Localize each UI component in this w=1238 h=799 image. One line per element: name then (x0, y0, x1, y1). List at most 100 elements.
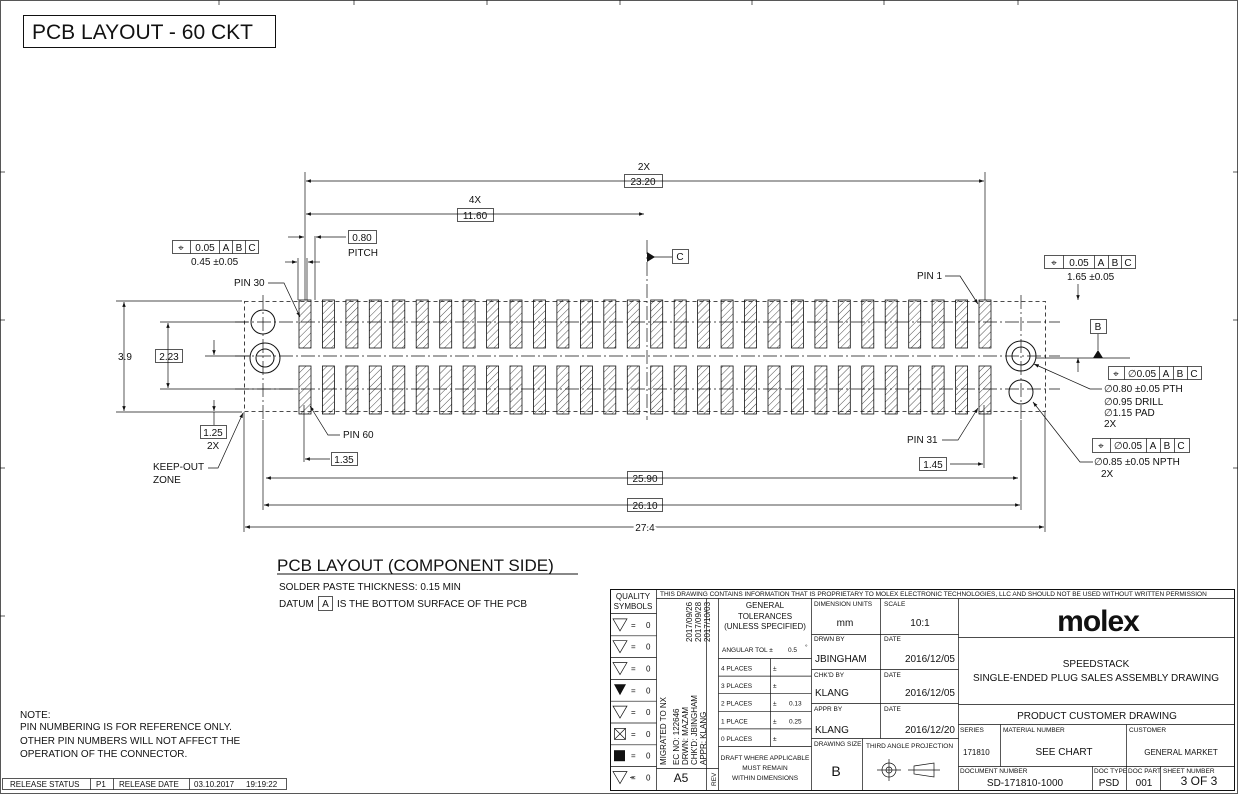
pad (673, 299, 687, 349)
pad (650, 299, 664, 349)
svg-text:=: = (631, 774, 636, 783)
pad (439, 299, 453, 349)
dim-1-25-count: 2X (207, 441, 220, 452)
pad (580, 299, 593, 349)
pad (345, 365, 359, 415)
svg-text:3 PLACES: 3 PLACES (721, 683, 753, 690)
quality-value: 0 (646, 752, 651, 761)
keepout-label-2: ZONE (153, 475, 181, 486)
pad (791, 365, 804, 415)
svg-text:C: C (1124, 258, 1131, 269)
pad-row-top (298, 299, 992, 349)
pad (791, 299, 804, 349)
svg-text:CHK'D BY: CHK'D BY (814, 672, 845, 679)
pad (298, 299, 312, 349)
svg-text:MATERIAL NUMBER: MATERIAL NUMBER (1003, 727, 1065, 734)
svg-text:±: ± (773, 736, 777, 743)
svg-text:APPR: KLANG: APPR: KLANG (699, 712, 708, 765)
svg-text:(UNLESS SPECIFIED): (UNLESS SPECIFIED) (724, 622, 806, 631)
pad (509, 299, 523, 349)
datum-c-box (672, 249, 689, 264)
svg-text:SERIES: SERIES (960, 727, 985, 734)
revision: A5 (674, 771, 689, 785)
proprietary-notice: THIS DRAWING CONTAINS INFORMATION THAT I… (660, 591, 1207, 598)
svg-text:MUST REMAIN: MUST REMAIN (742, 765, 788, 772)
dim-1-45: 1.45 (923, 460, 943, 471)
svg-text:2017/10/03: 2017/10/03 (703, 601, 712, 642)
svg-text:0.05: 0.05 (195, 243, 215, 254)
pad (603, 299, 617, 349)
pth-callout: ∅0.80 ±0.05 PTH ∅0.95 DRILL ∅1.15 PAD 2X (1104, 384, 1183, 430)
hole-offset-dim: 1.65 ±0.05 (1067, 272, 1115, 283)
pad (861, 299, 875, 349)
pad (814, 365, 828, 415)
quality-triangle-icon (612, 662, 628, 676)
pad (908, 365, 922, 415)
svg-text:SYMBOLS: SYMBOLS (614, 602, 653, 611)
svg-text:19:19:22: 19:19:22 (246, 780, 278, 789)
dim-23-20: 23.20 (630, 177, 655, 188)
scale: 10:1 (910, 618, 930, 629)
pitch-label: PITCH (348, 248, 378, 259)
npth-callout: ∅0.85 ±0.05 NPTH 2X (1094, 457, 1180, 480)
pad (462, 299, 476, 349)
pad (884, 365, 898, 415)
dim-27-4: 27.4 (635, 523, 655, 534)
material-number: SEE CHART (1035, 747, 1092, 758)
svg-text:DRWN BY: DRWN BY (814, 636, 845, 643)
pad (978, 365, 992, 415)
drawn-by: JBINGHAM (815, 654, 867, 665)
svg-text:TOLERANCES: TOLERANCES (738, 612, 792, 621)
tolerance-row: 2 PLACES±0.13 (721, 701, 802, 708)
rev-label: REV (711, 772, 718, 786)
pad (955, 299, 968, 349)
datum-c: C (676, 252, 683, 263)
pin-60-label: PIN 60 (343, 430, 374, 441)
section-title: PCB LAYOUT (COMPONENT SIDE) (277, 556, 554, 575)
keepout-outline (244, 301, 1046, 412)
svg-text:A: A (1098, 258, 1105, 269)
svg-text:A: A (1150, 441, 1157, 452)
svg-text:A: A (1163, 369, 1170, 380)
sheet-number: 3 OF 3 (1181, 774, 1218, 788)
pad (368, 365, 382, 415)
svg-text:THIRD ANGLE PROJECTION: THIRD ANGLE PROJECTION (866, 743, 953, 750)
quality-triangle-icon (612, 618, 628, 632)
pad (884, 299, 898, 349)
customer: GENERAL MARKET (1144, 748, 1218, 757)
doc-part: 001 (1136, 778, 1153, 789)
drawing-size: B (831, 763, 840, 779)
quality-value: 0 (646, 643, 651, 652)
pth-hole-left (249, 342, 281, 374)
quality-value: 0 (646, 686, 651, 695)
quality-value: 0 (646, 665, 651, 674)
dim-1-25: 1.25 (203, 428, 223, 439)
dim-3-9: 3.9 (118, 352, 132, 363)
third-angle-projection-icon (877, 759, 940, 781)
svg-text:DOC PART: DOC PART (1128, 768, 1161, 775)
pad (814, 299, 828, 349)
pad-fcf: ⌖ 0.05 A B C (172, 240, 259, 254)
checked-by: KLANG (815, 688, 849, 699)
dim-25-90: 25.90 (632, 474, 657, 485)
quality-value: 0 (646, 621, 651, 630)
pad (626, 299, 640, 349)
series: 171810 (963, 748, 990, 757)
datum-note-suffix: IS THE BOTTOM SURFACE OF THE PCB (337, 599, 527, 610)
quality-row: =0 (614, 684, 651, 696)
pad (462, 365, 476, 415)
pad (603, 365, 617, 415)
pad (650, 365, 664, 415)
keepout-label-1: KEEP-OUT (153, 462, 204, 473)
svg-text:DRAFT WHERE APPLICABLE: DRAFT WHERE APPLICABLE (721, 755, 810, 762)
svg-text:B: B (1164, 441, 1171, 452)
solder-note: SOLDER PASTE THICKNESS: 0.15 MIN (279, 582, 461, 593)
pad (697, 299, 710, 349)
svg-text:∅0.85 ±0.05 NPTH: ∅0.85 ±0.05 NPTH (1094, 457, 1180, 468)
svg-text:DOC TYPE: DOC TYPE (1094, 768, 1128, 775)
svg-text:±: ± (773, 718, 777, 725)
quality-symbol-rows: =0=0=0=0=0=0=0=0 (610, 618, 657, 785)
tolerance-row: 3 PLACES± (721, 683, 777, 690)
svg-text:∅0.05: ∅0.05 (1114, 441, 1143, 452)
quality-box-icon (614, 728, 626, 740)
